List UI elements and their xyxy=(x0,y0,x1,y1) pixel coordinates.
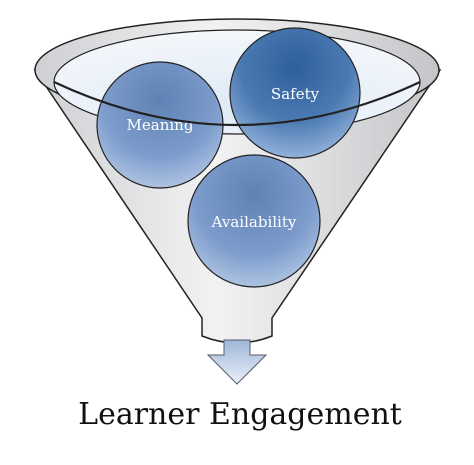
factor-ball-availability: Availability xyxy=(187,154,321,288)
factor-ball-safety: Safety xyxy=(229,27,361,159)
outcome-label: Learner Engagement xyxy=(78,397,402,432)
factor-ball-meaning: Meaning xyxy=(96,61,224,189)
factor-label-safety: Safety xyxy=(271,85,320,103)
factor-label-availability: Availability xyxy=(211,213,297,231)
down-arrow-icon xyxy=(206,339,268,385)
funnel-front-lip xyxy=(53,81,421,127)
factor-label-meaning: Meaning xyxy=(127,116,194,134)
